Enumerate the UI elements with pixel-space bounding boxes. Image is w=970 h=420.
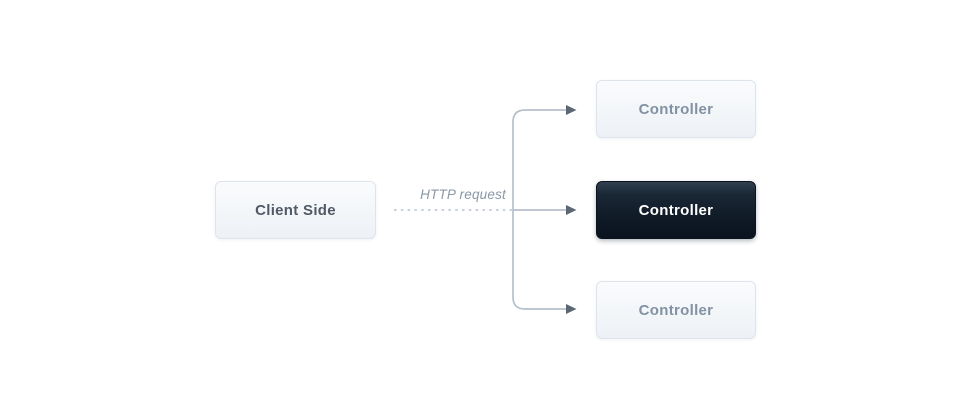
http-request-label: HTTP request: [420, 187, 506, 202]
client-side-node[interactable]: Client Side: [215, 181, 376, 239]
client-side-node-label: Client Side: [255, 201, 336, 219]
arrowhead-bottom-icon: [566, 304, 577, 314]
branch-line-bottom: [512, 210, 566, 310]
controller-node-bottom[interactable]: Controller: [596, 281, 756, 339]
arrowhead-top-icon: [566, 105, 577, 115]
controller-node-bottom-label: Controller: [638, 301, 714, 319]
arrowhead-middle-icon: [566, 205, 577, 215]
controller-node-middle-label: Controller: [638, 201, 714, 219]
controller-node-top[interactable]: Controller: [596, 80, 756, 138]
branch-line-top: [512, 109, 566, 210]
controller-node-top-label: Controller: [638, 100, 714, 118]
controller-node-middle-selected[interactable]: Controller: [596, 181, 756, 239]
